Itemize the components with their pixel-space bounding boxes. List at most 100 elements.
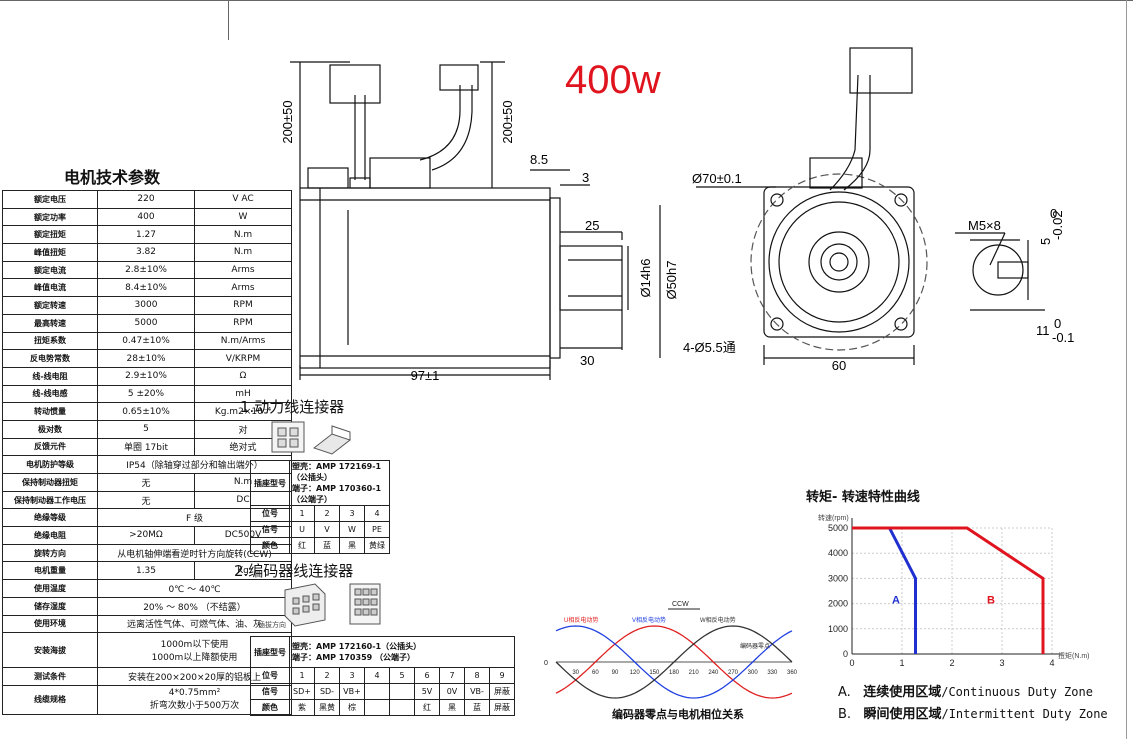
- conn-pin-label: 位号: [250, 505, 290, 522]
- spec-label: 电机重量: [2, 561, 98, 581]
- conn-color-cell: 黑: [439, 699, 465, 716]
- conn-color-row: 颜色紫黑黄棕红黑蓝屏蔽: [250, 699, 515, 716]
- spec-label: 峰值扭矩: [2, 243, 98, 262]
- conn-model-line: 塑壳：AMP 172169-1（公插头）: [292, 462, 382, 482]
- spec-value: 5000: [97, 313, 195, 333]
- spec-label: 保持制动器工作电压: [2, 490, 98, 510]
- spec-label: 安装海拔: [2, 632, 98, 669]
- conn-model-line: 端子：AMP 170359 （公端子）: [292, 653, 415, 662]
- conn-pin-cell: 1: [289, 667, 315, 684]
- conn-pin-cell: 9: [489, 667, 515, 684]
- conn-pin-cell: 1: [289, 505, 315, 522]
- spec-label: 线-线电感: [2, 384, 98, 404]
- spec-value: 2.9±10%: [97, 366, 195, 386]
- conn-color-cell: 黄绿: [364, 537, 390, 554]
- legend-a-en: /Continuous Duty Zone: [941, 685, 1093, 699]
- spec-label: 使用温度: [2, 579, 98, 598]
- phase-tick-label: 150: [649, 670, 660, 676]
- conn-pin-cell: 5: [389, 667, 415, 684]
- legend-b-letter: B.: [838, 707, 852, 722]
- curve-b-label: B: [987, 595, 995, 607]
- spec-label: 绝缘等级: [2, 508, 98, 528]
- dim-key-w-top: 0: [1050, 206, 1057, 221]
- conn-color-cell: 屏蔽: [489, 699, 515, 716]
- spec-label: 极对数: [2, 419, 98, 439]
- conn-color-label: 颜色: [250, 699, 290, 716]
- phase-curve-w: [555, 625, 793, 699]
- phase-tick-label: 330: [767, 670, 778, 676]
- dim-key-h-val: 11: [1036, 323, 1050, 338]
- power-connector-title: 1.动力线连接器: [240, 398, 345, 416]
- power-connector-icon: [271, 421, 352, 455]
- power-connector-table: 插座型号塑壳：AMP 172169-1（公插头）端子：AMP 170360-1（…: [250, 460, 390, 554]
- conn-signal-cell: 屏蔽: [489, 683, 515, 700]
- dim-shaft: Ø14h6: [638, 258, 653, 297]
- spec-label: 旋转方向: [2, 543, 98, 563]
- phase-w-label: W相反电动势: [700, 616, 736, 624]
- conn-signal-cell: VB-: [464, 683, 490, 700]
- dim-25: 25: [585, 218, 599, 233]
- phase-zero-point-label: 编码器零点: [740, 642, 770, 650]
- spec-value: 5 ±20%: [97, 384, 195, 404]
- spec-value: 220: [97, 190, 195, 209]
- conn-signal-cell: [364, 683, 390, 700]
- spec-label: 扭矩系数: [2, 331, 98, 351]
- mechanical-drawing: 200±50 200±50 8.5 3 25 Ø14h6 Ø50h7 30 97…: [280, 47, 1074, 383]
- dim-pcd: Ø70±0.1: [692, 171, 742, 186]
- spec-value: 3.82: [97, 243, 195, 262]
- legend-b-en: /Intermittent Duty Zone: [941, 707, 1108, 721]
- spec-value: 0.65±10%: [97, 402, 195, 421]
- conn-color-cell: 红: [414, 699, 440, 716]
- phase-tick-label: 360: [787, 670, 798, 676]
- phase-tick-label: 30: [572, 670, 579, 676]
- spec-value: 无: [97, 490, 195, 510]
- dim-thread: M5×8: [968, 218, 1001, 233]
- spec-value: 28±10%: [97, 349, 195, 368]
- conn-color-cell: 蓝: [314, 537, 340, 554]
- frame-divider: [228, 0, 229, 40]
- x-axis-label: 扭矩(N.m): [1058, 651, 1090, 660]
- conn-model-line: 塑壳：AMP 172160-1（公插头）: [292, 642, 422, 651]
- encoder-connector-table: 插座型号塑壳：AMP 172160-1（公插头）端子：AMP 170359 （公…: [250, 636, 515, 716]
- encoder-connector-icon: [284, 583, 381, 627]
- conn-signal-cell: [389, 683, 415, 700]
- spec-label: 绝缘电阻: [2, 526, 98, 545]
- spec-label: 额定电流: [2, 260, 98, 280]
- conn-model-row: 插座型号塑壳：AMP 172160-1（公插头）端子：AMP 170359 （公…: [250, 636, 515, 668]
- spec-label: 保持制动器扭矩: [2, 473, 98, 492]
- spec-label: 反电势常数: [2, 349, 98, 368]
- phase-tick-label: 210: [689, 670, 700, 676]
- torque-curve-a: [852, 526, 917, 654]
- legend-b-cn: 瞬间使用区域: [863, 707, 942, 722]
- phase-tick-label: 120: [630, 670, 641, 676]
- dim-8-5: 8.5: [530, 152, 548, 167]
- torque-chart-title: 转矩- 转速特性曲线: [806, 490, 920, 505]
- legend-a: A. 连续使用区域/Continuous Duty Zone: [838, 681, 1093, 700]
- frame-right-line: [1126, 0, 1127, 739]
- spec-label: 转动惯量: [2, 402, 98, 421]
- spec-value: 单圈 17bit: [97, 437, 195, 457]
- conn-pin-cell: 2: [314, 667, 340, 684]
- spec-value: 3000: [97, 296, 195, 315]
- conn-signal-label: 信号: [250, 683, 290, 700]
- phase-chart-title: 编码器零点与电机相位关系: [612, 708, 744, 721]
- spec-label: 额定转速: [2, 296, 98, 315]
- power-label: 400w: [565, 58, 661, 102]
- conn-model-line: 端子：AMP 170360-1（公端子）: [292, 484, 382, 504]
- dim-spigot: Ø50h7: [664, 260, 679, 299]
- y-tick-label: 1000: [828, 624, 848, 634]
- conn-color-cell: 棕: [339, 699, 365, 716]
- phase-u-label: U相反电动势: [564, 616, 598, 624]
- spec-label: 额定功率: [2, 207, 98, 227]
- y-tick-label: 3000: [828, 573, 848, 583]
- conn-signal-cell: 0V: [439, 683, 465, 700]
